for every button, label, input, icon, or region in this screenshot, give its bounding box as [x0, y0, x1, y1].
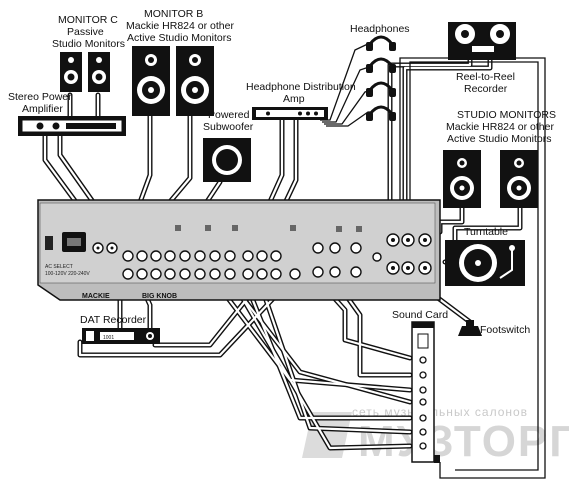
mixer: AC SELECT 100-120V 220-240V [37, 199, 441, 301]
studio-monitors-title: STUDIO MONITORS [457, 109, 556, 121]
svg-text:100-120V 220-240V: 100-120V 220-240V [45, 271, 90, 277]
headphones-label: Headphones [350, 23, 410, 35]
dat-recorder [82, 328, 160, 344]
power-amp-title: Stereo Power [8, 91, 72, 103]
powered-subwoofer [203, 138, 251, 182]
soundcard-label: Sound Card [392, 309, 448, 321]
mixer-brand: MACKIE [82, 293, 110, 300]
svg-text:AC SELECT: AC SELECT [45, 264, 73, 270]
monitor-b-title: MONITOR B [144, 8, 203, 20]
turntable-label: Turntable [464, 226, 508, 238]
reel-to-reel-recorder [448, 22, 516, 60]
studio-monitors-type: Mackie HR824 or other [446, 121, 554, 133]
mixer-model: BIG KNOB [142, 293, 177, 300]
turntable [445, 240, 525, 286]
stereo-power-amplifier [18, 116, 126, 136]
monitor-b-active-speakers [132, 46, 214, 116]
headphones [368, 35, 394, 115]
monitor-b-desc: Active Studio Monitors [127, 32, 231, 44]
footswitch-label: Footswitch [480, 324, 530, 336]
monitor-c-title: MONITOR C [58, 14, 118, 26]
subwoofer-desc: Subwoofer [203, 121, 254, 133]
hp-dist-desc: Amp [283, 93, 305, 105]
hp-dist-title: Headphone Distribution [246, 81, 356, 93]
power-amp-desc: Amplifier [22, 103, 63, 115]
reel-desc: Recorder [464, 83, 508, 95]
monitor-c-desc: Studio Monitors [52, 38, 125, 50]
reel-title: Reel-to-Reel [456, 71, 515, 83]
footswitch [458, 320, 482, 336]
studio-monitors-desc: Active Studio Monitors [447, 133, 551, 145]
power-switch [45, 236, 53, 250]
monitor-c-passive-speakers [60, 52, 110, 92]
watermark-brand: МУЗТОРГ [358, 417, 569, 466]
headphone-distribution-amp [252, 107, 328, 120]
dat-display: 1001 [103, 335, 114, 341]
subwoofer-title: Powered [208, 109, 250, 121]
mixer-jacks [92, 233, 432, 280]
sound-card [411, 321, 440, 463]
studio-monitors [443, 150, 538, 208]
dat-label: DAT Recorder [80, 314, 147, 326]
watermark: сеть музыкальных салонов МУЗТОРГ [302, 405, 569, 466]
monitor-c-type: Passive [67, 26, 104, 38]
monitor-b-type: Mackie HR824 or other [126, 20, 234, 32]
